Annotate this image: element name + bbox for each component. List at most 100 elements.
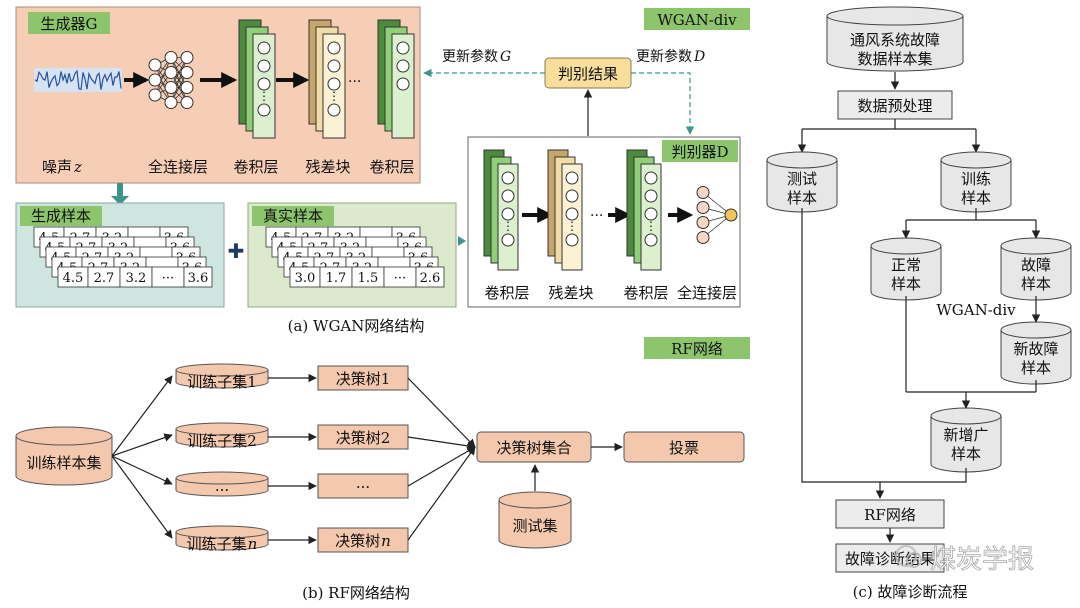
- disc-layer-conv1: 卷积层: [484, 284, 529, 302]
- neuron-node: [696, 186, 710, 199]
- wgan-tag-box: [644, 8, 750, 30]
- neuron-node: [148, 58, 162, 72]
- layer-ellipsis: ⋮: [328, 89, 340, 103]
- neuron-node: [164, 81, 178, 94]
- caption-b: (b) RF网络结构: [302, 584, 410, 602]
- flow-fault-samples-label: 样本: [1021, 275, 1051, 293]
- sample-cell: ···: [162, 271, 174, 286]
- sample-cell: 1.5: [358, 271, 379, 286]
- discriminator-block: 判别器D ⋮ ⋮ ··· ⋮ 卷积层 残差块 卷积层 全连接层: [467, 136, 741, 308]
- neuron-node: [164, 51, 178, 64]
- neuron-node: [696, 201, 710, 214]
- flow-train-samples-label: 样本: [961, 189, 991, 207]
- plus-sign: ✚: [228, 239, 245, 263]
- flow-normal-samples-label: 样本: [891, 275, 921, 293]
- fake-sample-table: 4.52.73.23.64.52.73.23.64.52.73.23.64.52…: [33, 226, 213, 288]
- neuron-node: [180, 51, 194, 64]
- flow-test-samples-label: 测试: [787, 170, 817, 188]
- rf-subset: 训练子集n: [175, 525, 269, 553]
- rf-tag-box: [644, 337, 750, 359]
- rf-test-set-label: 测试集: [512, 517, 557, 535]
- generator-box: [15, 6, 421, 184]
- neuron-node: [696, 231, 710, 244]
- disc-layer-conv2: 卷积层: [623, 284, 668, 302]
- disc-conv-block-2: ⋮: [626, 149, 662, 271]
- flow-dataset: 通风系统故障 数据样本集: [826, 6, 964, 72]
- real-label-box: [252, 206, 334, 226]
- rf-train-set: 训练样本集: [15, 426, 113, 486]
- real-to-disc-arrow: [458, 236, 466, 246]
- discriminator-label: 判别器D: [671, 143, 728, 161]
- rf-subset: 训练子集2: [175, 422, 269, 450]
- fake-label-box: [20, 206, 102, 226]
- disc-ellipsis: ···: [590, 208, 603, 224]
- gen-layer-conv2: 卷积层: [369, 158, 414, 176]
- sample-cell: 3.2: [126, 271, 147, 286]
- sample-cell: 4.5: [63, 271, 84, 286]
- watermark-text: 煤炭学报: [930, 545, 1034, 575]
- rf-subset-label: 训练子集1: [187, 373, 257, 391]
- flow-panel: 通风系统故障 数据样本集 数据预处理 测试样本训练样本正常样本故障样本新故障样本…: [766, 6, 1072, 601]
- rf-subset-label: 训练子集n: [187, 535, 258, 553]
- neuron-node: [724, 208, 738, 222]
- rf-row: ······: [111, 446, 476, 499]
- neuron-node: [180, 81, 194, 94]
- rf-subset-label: 训练子集2: [187, 432, 257, 450]
- gen-conv-block-2: [377, 19, 415, 139]
- disc-layer-res: 残差块: [548, 284, 593, 302]
- sample-cell: 3.6: [188, 271, 209, 286]
- disc-fc-network: [696, 186, 738, 244]
- discriminator-label-box: [662, 140, 738, 162]
- rf-train-set-label: 训练样本集: [26, 454, 101, 472]
- wgan-tag: WGAN-div: [657, 11, 737, 29]
- rf-tree-label: ···: [356, 478, 370, 496]
- flow-new-fault-samples-label: 样本: [1021, 359, 1051, 377]
- flow-fault-samples-label: 故障: [1021, 256, 1051, 274]
- disc-conv-block-1: ⋮: [483, 149, 519, 271]
- update-d-arrow: [631, 72, 695, 135]
- gen-res-block: ⋮: [308, 19, 346, 139]
- flow-augmented-samples-label: 样本: [951, 445, 981, 463]
- fake-label: 生成样本: [31, 207, 91, 225]
- watermark-logo-icon: [895, 545, 917, 567]
- flow-result-box: [835, 543, 945, 573]
- sample-cell: 3.0: [295, 271, 316, 286]
- neuron-node: [164, 66, 178, 79]
- real-label: 真实样本: [263, 207, 323, 225]
- flow-wgan-label: WGAN-div: [936, 301, 1016, 319]
- sample-cell: 2.6: [420, 271, 441, 286]
- watermark: 煤炭学报: [895, 545, 1034, 575]
- neuron-node: [164, 96, 178, 109]
- sample-cell: ···: [394, 271, 406, 286]
- layer-ellipsis: ⋮: [502, 219, 514, 233]
- gen-layer-conv1: 卷积层: [233, 158, 278, 176]
- gen-conv-block-1: ⋮: [238, 19, 276, 139]
- caption-c: (c) 故障诊断流程: [853, 583, 968, 601]
- flow-dataset-line2: 数据样本集: [857, 50, 932, 68]
- rf-vote-box: [623, 431, 745, 463]
- caption-a: (a) WGAN网络结构: [288, 317, 425, 335]
- rf-tree-box: [317, 473, 409, 499]
- neuron-node: [696, 216, 710, 229]
- flow-new-fault-samples-label: 新故障: [1013, 340, 1058, 358]
- gen-layer-res: 残差块: [305, 158, 350, 176]
- gen-fc-network: [148, 51, 194, 109]
- neuron-node: [180, 96, 194, 109]
- layer-ellipsis: ⋮: [566, 219, 578, 233]
- layer-ellipsis: ⋮: [258, 89, 270, 103]
